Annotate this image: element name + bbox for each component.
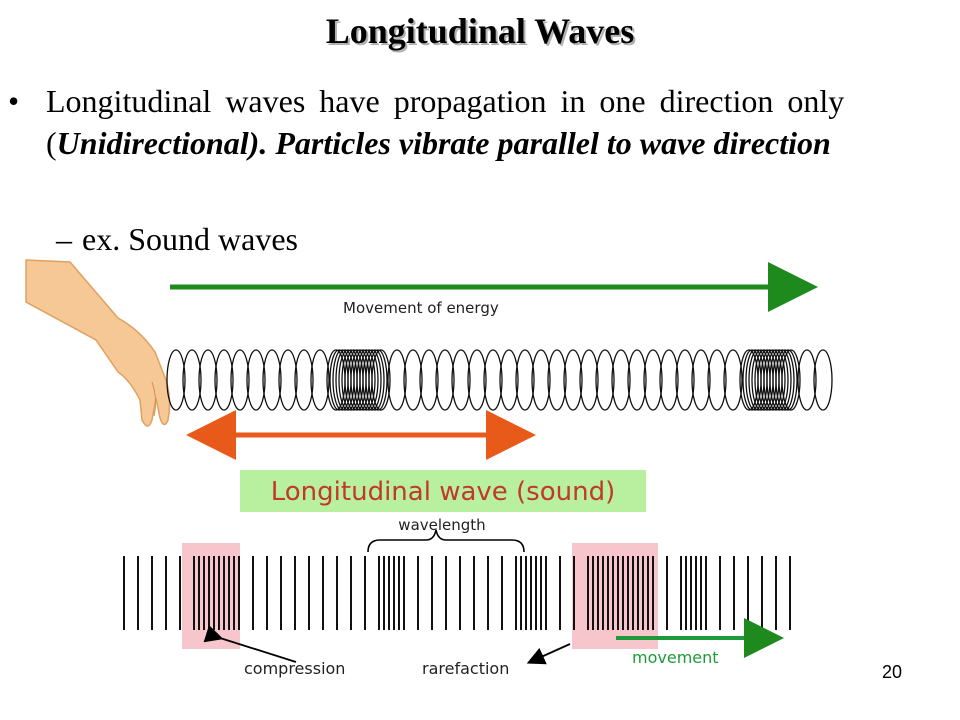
sub-bullet: –ex. Sound waves bbox=[56, 218, 298, 260]
spring-coil bbox=[643, 349, 663, 411]
spring-coil bbox=[262, 349, 282, 411]
slinky-spring bbox=[166, 349, 833, 411]
rarefaction-label: rarefaction bbox=[422, 659, 509, 678]
spring-coil bbox=[435, 349, 455, 411]
spring-coil bbox=[781, 349, 801, 411]
spring-coil bbox=[310, 349, 330, 411]
wavelength-brace bbox=[367, 529, 525, 553]
spring-coil bbox=[246, 349, 266, 411]
bullet-text: Longitudinal waves have propagation in o… bbox=[46, 80, 938, 164]
hand-icon bbox=[25, 259, 171, 427]
spring-coil bbox=[294, 349, 314, 411]
spring-coil bbox=[387, 349, 407, 411]
compression-highlight-1 bbox=[182, 543, 240, 649]
spring-coil bbox=[813, 349, 833, 411]
compression-label: compression bbox=[244, 659, 345, 678]
page-number: 20 bbox=[881, 662, 902, 682]
spring-coil bbox=[778, 349, 798, 411]
spring-coil bbox=[775, 349, 795, 411]
spring-coil bbox=[230, 349, 250, 411]
spring-coil bbox=[419, 349, 439, 411]
spring-coil bbox=[797, 349, 817, 411]
spring-coil bbox=[467, 349, 487, 411]
spring-coil bbox=[531, 349, 551, 411]
spring-coil bbox=[515, 349, 535, 411]
slide-title: Longitudinal Waves bbox=[325, 11, 635, 51]
bullet-point: • Longitudinal waves have propagation in… bbox=[8, 80, 938, 164]
wave-label-box bbox=[240, 470, 646, 512]
spring-coil bbox=[707, 349, 727, 411]
movement-label: movement bbox=[632, 648, 719, 667]
spring-coil bbox=[772, 349, 792, 411]
spring-coil bbox=[563, 349, 583, 411]
wavelength-label: wavelength bbox=[398, 516, 485, 534]
spring-coil bbox=[627, 349, 647, 411]
spring-coil bbox=[547, 349, 567, 411]
spring-coil bbox=[579, 349, 599, 411]
spring-coil bbox=[451, 349, 471, 411]
spring-coil bbox=[766, 349, 786, 411]
bullet-marker: • bbox=[8, 83, 20, 119]
bullet-plain-text: Longitudinal waves have propagation in o… bbox=[46, 83, 845, 161]
spring-coil bbox=[659, 349, 679, 411]
spring-coil bbox=[723, 349, 743, 411]
spring-coil bbox=[691, 349, 711, 411]
spring-coil bbox=[166, 349, 186, 411]
spring-coil bbox=[611, 349, 631, 411]
wave-lines bbox=[123, 556, 791, 630]
compression-highlight-2 bbox=[572, 543, 658, 649]
spring-coil bbox=[595, 349, 615, 411]
spring-coil bbox=[675, 349, 695, 411]
spring-coil bbox=[198, 349, 218, 411]
spring-coil bbox=[499, 349, 519, 411]
spring-coil bbox=[182, 349, 202, 411]
energy-label: Movement of energy bbox=[343, 299, 499, 317]
rarefaction-pointer bbox=[526, 643, 571, 665]
spring-coil bbox=[214, 349, 234, 411]
spring-coil bbox=[483, 349, 503, 411]
spring-coil bbox=[403, 349, 423, 411]
wave-label: Longitudinal wave (sound) bbox=[271, 477, 616, 507]
sub-bullet-text: ex. Sound waves bbox=[82, 221, 298, 257]
spring-coil bbox=[769, 349, 789, 411]
spring-coil bbox=[278, 349, 298, 411]
bullet-emphasis-text: Unidirectional). Particles vibrate paral… bbox=[56, 125, 831, 161]
sub-bullet-marker: – bbox=[56, 221, 72, 257]
compression-pointer bbox=[203, 625, 297, 663]
